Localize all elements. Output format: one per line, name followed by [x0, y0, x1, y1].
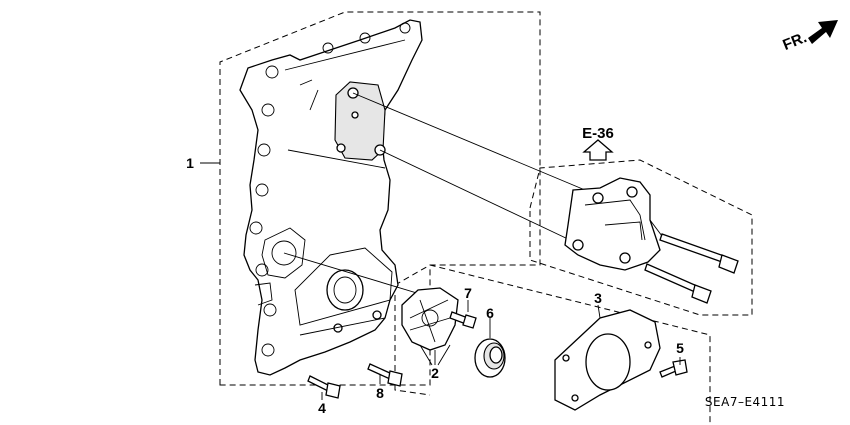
front-direction-arrow-icon [808, 20, 838, 44]
bolt-4 [307, 375, 341, 399]
bolt-8 [367, 363, 403, 387]
chain-case-cover [239, 19, 423, 376]
callout-7: 7 [464, 285, 472, 301]
engine-mount-bracket [564, 177, 661, 271]
callout-6: 6 [486, 305, 494, 321]
callout-4: 4 [318, 400, 326, 416]
callout-leaders [200, 162, 681, 400]
bolt-5 [659, 359, 688, 378]
direction-label: FR. [780, 29, 809, 54]
callout-1: 1 [186, 155, 194, 171]
assembly-outline [219, 11, 753, 425]
callout-3: 3 [594, 290, 602, 306]
cover-plate [554, 309, 661, 411]
callout-2: 2 [431, 365, 439, 381]
mount-bolts [644, 219, 739, 304]
reference-label: E-36 [582, 125, 614, 142]
bolt-7 [449, 311, 477, 329]
callout-5: 5 [676, 340, 684, 356]
oil-seal [474, 338, 506, 378]
reference-arrow-icon [582, 139, 614, 161]
oil-pump-gasket [401, 287, 459, 351]
diagram-code: SEA7–E4111 [705, 395, 785, 409]
callout-8: 8 [376, 385, 384, 401]
